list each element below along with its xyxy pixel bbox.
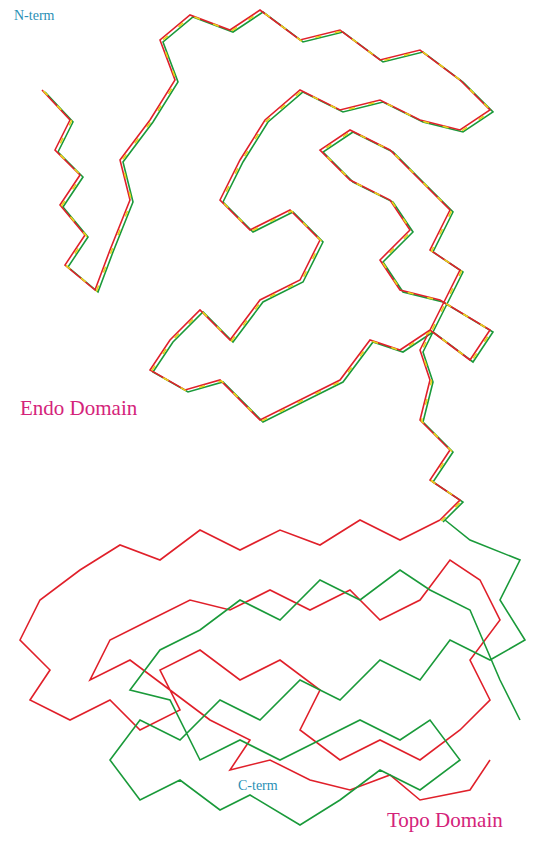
domain-label: Topo Domain <box>385 808 505 832</box>
red-trace <box>42 10 490 520</box>
red-trace <box>20 520 500 800</box>
green-trace <box>45 12 493 522</box>
terminus-label: C-term <box>236 778 280 794</box>
terminus-label: N-term <box>12 8 56 24</box>
overlap-trace <box>44 11 492 521</box>
domain-label: Endo Domain <box>18 396 139 420</box>
green-trace <box>110 520 525 825</box>
